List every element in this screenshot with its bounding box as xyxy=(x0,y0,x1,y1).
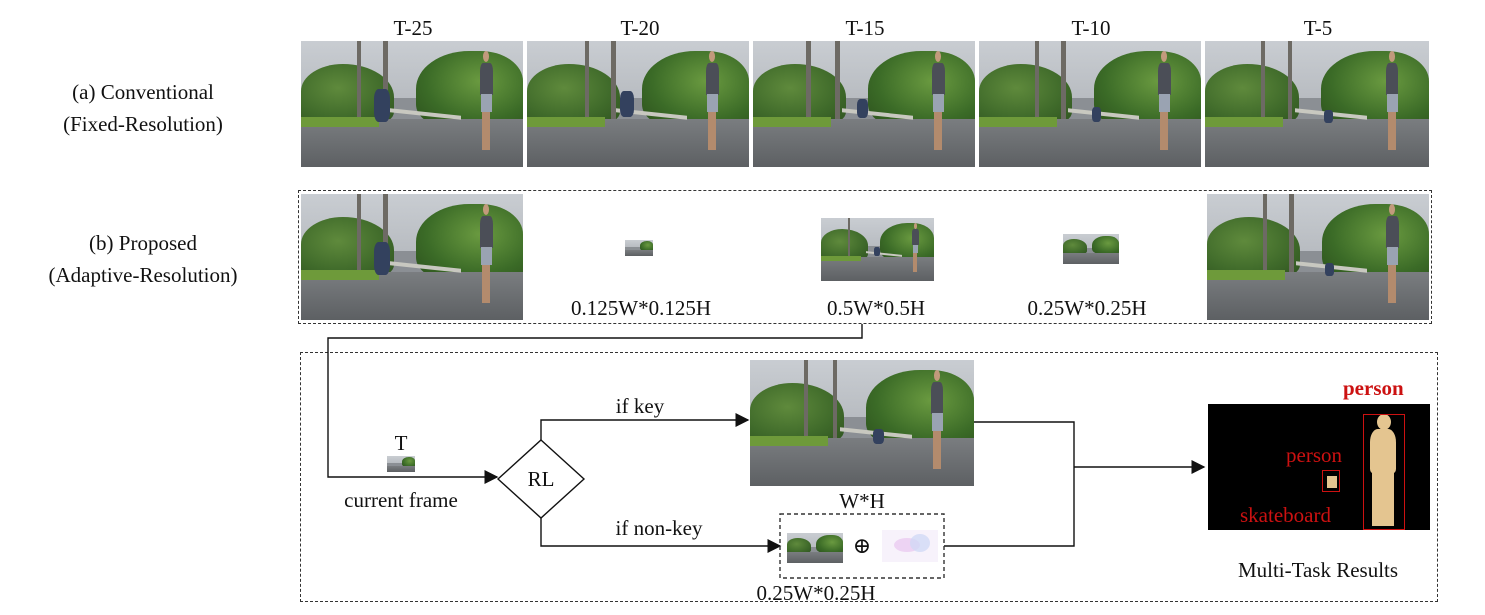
arrow-to-rl xyxy=(327,324,863,484)
time-label-t10: T-10 xyxy=(1071,16,1111,40)
pipeline-box xyxy=(300,352,1438,602)
time-label-t15: T-15 xyxy=(845,16,885,40)
proposed-row-box xyxy=(298,190,1432,324)
detection-label-person-small: person xyxy=(1286,443,1342,467)
person-box-small xyxy=(1322,470,1340,492)
key-resolution-label: W*H xyxy=(839,489,885,513)
rl-diamond xyxy=(496,439,586,519)
person-mask xyxy=(1366,414,1400,528)
resolution-label-t15: 0.5W*0.5H xyxy=(827,296,925,320)
row-label-conventional: (a) Conventional xyxy=(72,80,214,104)
rl-label: RL xyxy=(527,467,555,491)
frame-conventional-t5 xyxy=(1205,41,1429,167)
key-frame-full xyxy=(750,360,974,486)
skater-mask xyxy=(1327,476,1337,488)
frame-proposed-t10-quarter xyxy=(1063,234,1119,264)
if-key-label: if key xyxy=(615,394,665,418)
current-frame-label: current frame xyxy=(344,488,458,512)
results-caption: Multi-Task Results xyxy=(1237,558,1399,582)
row-label-proposed: (b) Proposed xyxy=(89,231,197,255)
frame-conventional-t25 xyxy=(301,41,523,167)
row-label-fixed-resolution: (Fixed-Resolution) xyxy=(63,112,223,136)
plus-symbol: ⊕ xyxy=(852,533,872,558)
if-nonkey-label: if non-key xyxy=(615,516,703,540)
arrow-if-nonkey xyxy=(540,518,782,553)
frame-proposed-t5-full xyxy=(1207,194,1429,320)
frame-proposed-t15-half xyxy=(821,218,934,281)
person-box-large xyxy=(1363,414,1405,530)
time-label-t25: T-25 xyxy=(393,16,433,40)
detection-label-skateboard: skateboard xyxy=(1240,503,1331,527)
arrow-if-key xyxy=(540,413,750,440)
frame-proposed-t20-small xyxy=(625,240,653,256)
optical-flow-thumb xyxy=(882,530,938,562)
line-key-merge xyxy=(974,421,1075,467)
frame-conventional-t15 xyxy=(753,41,975,167)
frame-conventional-t20 xyxy=(527,41,749,167)
row-label-adaptive-resolution: (Adaptive-Resolution) xyxy=(48,263,238,287)
current-t-label: T xyxy=(394,431,408,455)
nonkey-frame-thumb xyxy=(787,533,843,563)
current-frame-thumb xyxy=(387,456,415,472)
frame-conventional-t10 xyxy=(979,41,1201,167)
time-label-t5: T-5 xyxy=(1303,16,1333,40)
resolution-label-t20: 0.125W*0.125H xyxy=(571,296,711,320)
results-panel xyxy=(1208,404,1430,530)
time-label-t20: T-20 xyxy=(620,16,660,40)
frame-proposed-t25-full xyxy=(301,194,523,320)
line-nonkey-merge xyxy=(944,467,1075,547)
resolution-label-t10: 0.25W*0.25H xyxy=(1027,296,1147,320)
detection-label-person-large: person xyxy=(1343,376,1404,400)
nonkey-resolution-label: 0.25W*0.25H xyxy=(756,581,876,605)
nonkey-box xyxy=(779,513,945,579)
